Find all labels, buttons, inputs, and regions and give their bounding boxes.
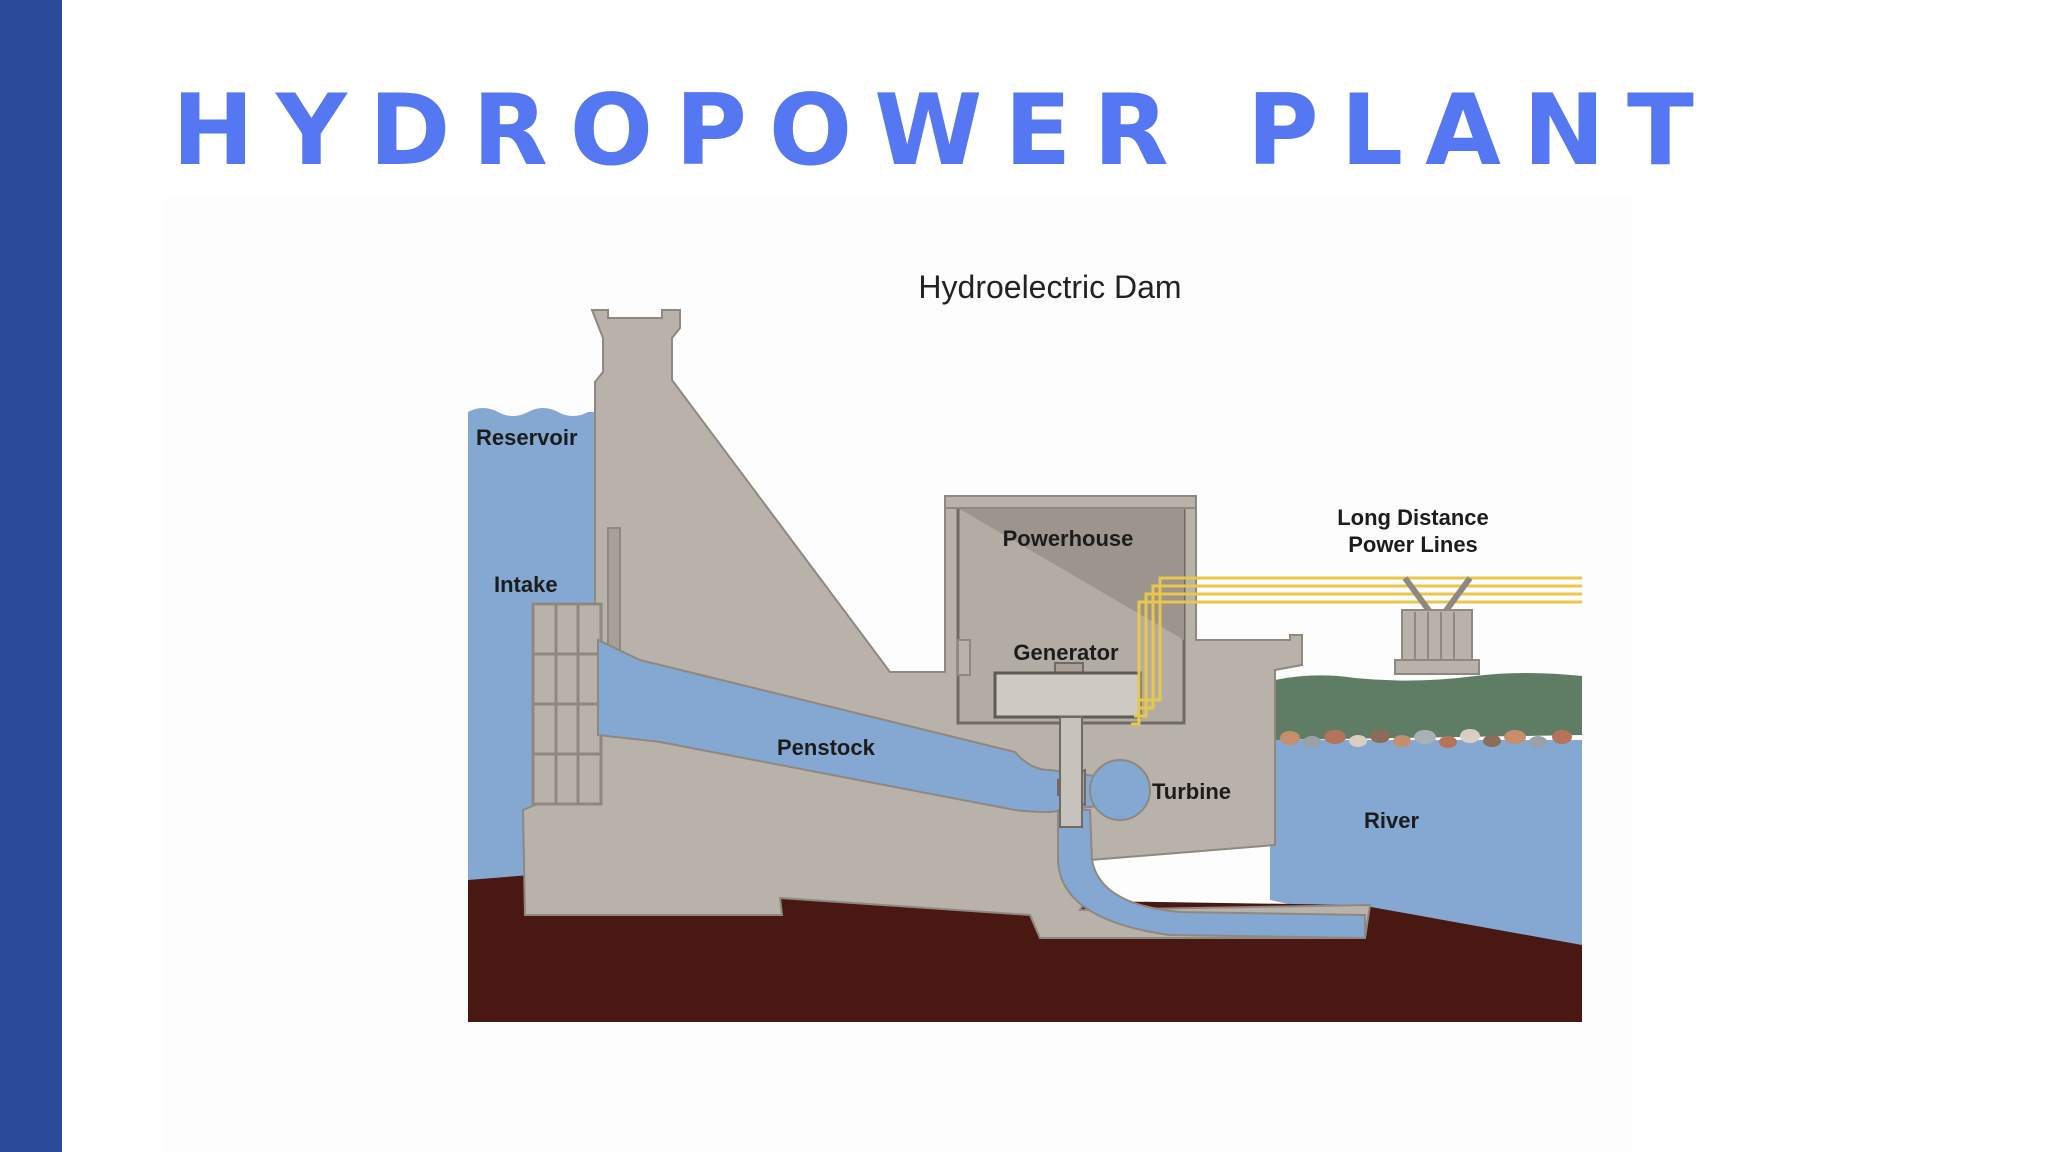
label-power-lines-line2: Power Lines [1348,532,1478,557]
intake-gate [531,527,621,806]
power-lines [1131,576,1582,726]
transmission-tower [1394,576,1480,675]
side-accent-bar [0,0,62,1152]
label-generator: Generator [1013,640,1119,665]
riverbank-stones [1280,729,1572,748]
label-reservoir: Reservoir [476,425,578,450]
label-turbine: Turbine [1152,779,1231,804]
label-river: River [1364,808,1419,833]
dam-body [521,309,1372,939]
diagram-title: Hydroelectric Dam [918,269,1181,305]
label-intake: Intake [494,572,558,597]
label-powerhouse: Powerhouse [1003,526,1134,551]
label-power-lines-line1: Long Distance [1337,505,1489,530]
river-water [1270,740,1582,945]
turbine-scroll-case [1089,759,1151,821]
generator [993,662,1142,828]
draft-tube [1057,809,1366,940]
slide-title: HYDROPOWER PLANT [172,74,1716,188]
riverbank-grass [1275,673,1582,740]
label-penstock: Penstock [777,735,876,760]
